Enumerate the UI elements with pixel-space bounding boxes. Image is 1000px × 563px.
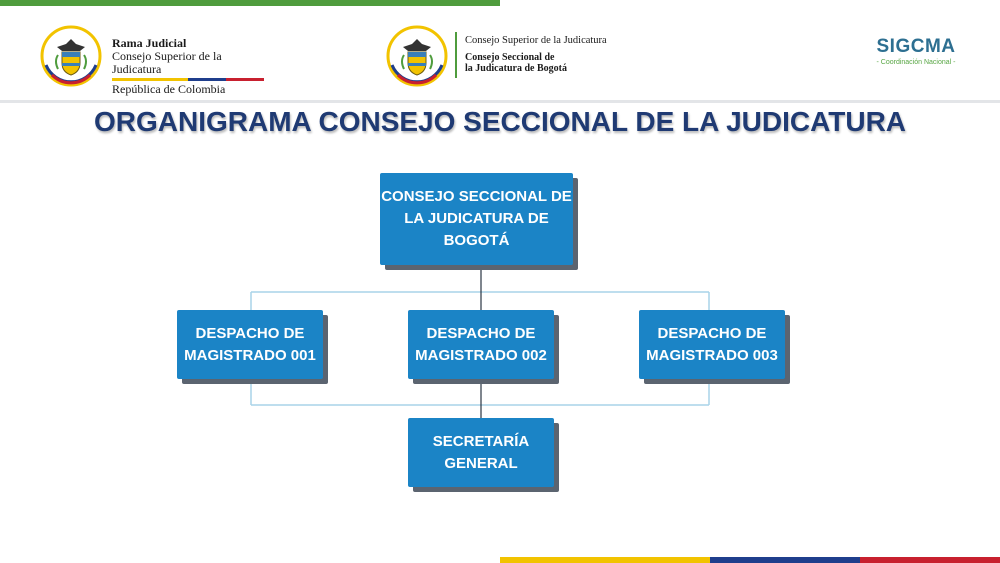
coat-of-arms-icon — [40, 25, 102, 87]
org-box-consejo-seccional: CONSEJO SECCIONAL DE LA JUDICATURA DE BO… — [380, 173, 573, 265]
logo1-line3: República de Colombia — [112, 82, 226, 96]
bottom-bar-red — [860, 557, 1000, 563]
top-accent-bar — [0, 0, 500, 6]
coat-of-arms-icon — [386, 25, 448, 87]
rama-judicial-logo-text: Rama Judicial Consejo Superior de la Jud… — [112, 37, 272, 96]
logo1-line1: Rama Judicial — [112, 36, 187, 50]
org-box-label: DESPACHO DE MAGISTRADO 001 — [184, 324, 316, 364]
org-box-despacho-003: DESPACHO DE MAGISTRADO 003 — [639, 310, 785, 379]
page-header — [0, 6, 1000, 102]
org-box-label: DESPACHO DE MAGISTRADO 002 — [415, 324, 547, 364]
logo-divider — [455, 32, 457, 78]
sigcma-name: SIGCMA — [876, 36, 956, 57]
page-title: ORGANIGRAMA CONSEJO SECCIONAL DE LA JUDI… — [93, 106, 907, 137]
bottom-bar-yellow — [500, 557, 710, 563]
bottom-bar-blue — [710, 557, 860, 563]
logo2-line2: Consejo Seccional de — [465, 52, 555, 63]
consejo-seccional-logo-text: Consejo Superior de la Judicatura Consej… — [465, 35, 635, 74]
sigcma-subtitle: - Coordinación Nacional - — [876, 59, 956, 66]
org-box-label: DESPACHO DE MAGISTRADO 003 — [646, 324, 778, 364]
logo2-line1: Consejo Superior de la Judicatura — [465, 35, 607, 46]
org-box-label: CONSEJO SECCIONAL DE LA JUDICATURA DE BO… — [381, 188, 572, 249]
org-box-despacho-002: DESPACHO DE MAGISTRADO 002 — [408, 310, 554, 379]
org-box-secretaria-general: SECRETARÍA GENERAL — [408, 418, 554, 487]
flag-stripe — [112, 78, 264, 81]
header-divider — [0, 100, 1000, 103]
logo1-line2: Consejo Superior de la Judicatura — [112, 49, 222, 76]
org-box-despacho-001: DESPACHO DE MAGISTRADO 001 — [177, 310, 323, 379]
logo2-line3: la Judicatura de Bogotá — [465, 63, 567, 74]
sigcma-logo: SIGCMA - Coordinación Nacional - — [866, 36, 966, 68]
org-box-label: SECRETARÍA GENERAL — [432, 432, 530, 472]
